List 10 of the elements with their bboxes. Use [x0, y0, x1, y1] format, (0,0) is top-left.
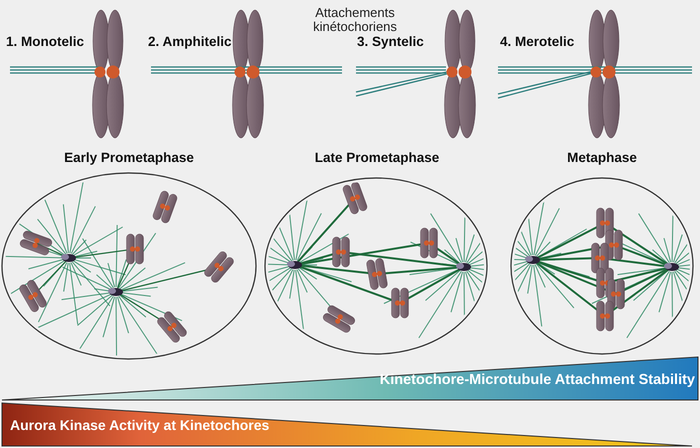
- stage-title: Metaphase: [566, 150, 638, 165]
- gradient-label: Aurora Kinase Activity at Kinetochores: [10, 417, 270, 433]
- gradient-label: Kinetochore-Microtubule Attachment Stability: [380, 372, 695, 388]
- stage-title: Late Prometaphase: [314, 150, 440, 165]
- heading-text: Attachements kinétochoriens: [312, 6, 398, 34]
- attachment-type-label: 4. Merotelic: [500, 34, 574, 49]
- attachment-type-label: 2. Amphitelic: [148, 34, 232, 49]
- attachment-type-label: 3. Syntelic: [357, 34, 424, 49]
- stage-title: Early Prometaphase: [63, 150, 195, 165]
- attachment-type-label: 1. Monotelic: [6, 34, 84, 49]
